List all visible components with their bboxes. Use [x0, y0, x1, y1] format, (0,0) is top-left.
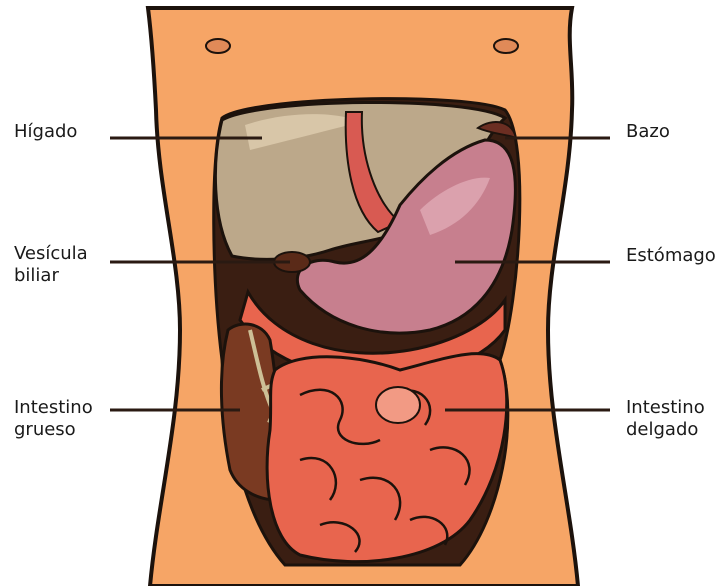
right-nipple [494, 39, 518, 53]
liver-label: Hígado [14, 121, 77, 143]
large-intestine-label: Intestino grueso [14, 397, 93, 441]
gallbladder-label-line-1: Vesícula [14, 243, 88, 265]
gallbladder-label: Vesícula biliar [14, 243, 88, 287]
stomach-label: Estómago [626, 245, 716, 267]
stomach-label-line-1: Estómago [626, 245, 716, 267]
small-intestine-label-line-2: delgado [626, 419, 705, 441]
small-intestine-label: Intestino delgado [626, 397, 705, 441]
left-nipple [206, 39, 230, 53]
intestine-highlight [376, 387, 420, 423]
large-intestine-label-line-2: grueso [14, 419, 93, 441]
gallbladder-label-line-2: biliar [14, 265, 88, 287]
spleen-label: Bazo [626, 121, 670, 143]
small-intestine-label-line-1: Intestino [626, 397, 705, 419]
large-intestine-label-line-1: Intestino [14, 397, 93, 419]
liver-label-line-1: Hígado [14, 121, 77, 143]
spleen-label-line-1: Bazo [626, 121, 670, 143]
